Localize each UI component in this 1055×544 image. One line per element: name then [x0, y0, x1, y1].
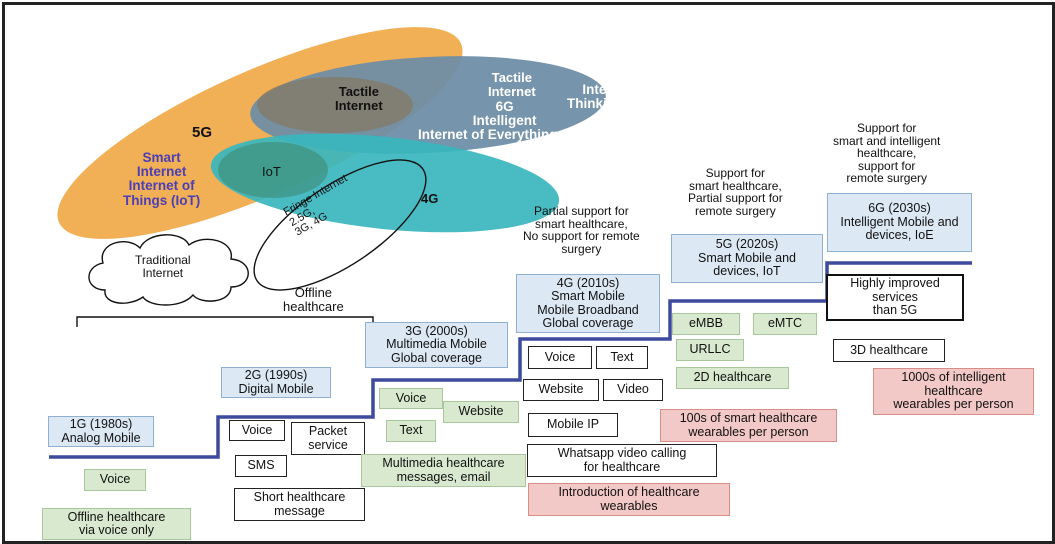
g6-3d-healthcare: 3D healthcare — [833, 339, 945, 362]
g2-sms: SMS — [235, 455, 287, 477]
generation-3g: 3G (2000s) Multimedia Mobile Global cove… — [365, 322, 508, 368]
note-5g-support: Support for smart healthcare, Partial su… — [688, 166, 783, 218]
label-traditional-internet: Traditional Internet — [135, 253, 191, 280]
generation-2g: 2G (1990s) Digital Mobile — [221, 367, 331, 398]
generation-4g: 4G (2010s) Smart Mobile Mobile Broadband… — [516, 274, 660, 333]
label-tactile-internet-overlap: Tactile Internet — [335, 84, 383, 113]
g1-voice: Voice — [84, 469, 146, 491]
g1-offline-healthcare: Offline healthcare via voice only — [42, 508, 191, 540]
tactile-overlap — [257, 77, 413, 133]
label-smart-internet: Smart Internet Internet of Things (IoT) — [123, 150, 201, 208]
g5-embb: eMBB — [672, 313, 740, 335]
label-6g: 6G Intelligent Internet of Everything (I… — [418, 99, 592, 143]
label-4g: 4G — [421, 191, 439, 206]
g4-whatsapp-video-calling: Whatsapp video calling for healthcare — [527, 444, 717, 477]
g3-website: Website — [443, 401, 519, 423]
g4-text: Text — [596, 346, 648, 369]
label-tactile-internet-6g: Tactile Internet — [488, 70, 536, 99]
cloud-shape — [88, 234, 249, 306]
g4-video: Video — [603, 379, 663, 401]
g2-voice: Voice — [229, 420, 285, 441]
offline-bracket — [76, 316, 374, 327]
label-5g: 5G — [192, 124, 213, 141]
label-internet-of-thinking: Internet of Thinking (IoTk) — [567, 82, 664, 112]
label-iot: IoT — [262, 164, 281, 179]
label-offline-healthcare: Offline healthcare — [283, 285, 344, 314]
g6-intelligent-healthcare-wearables: 1000s of intelligent healthcare wearable… — [873, 368, 1034, 415]
g3-voice: Voice — [379, 388, 443, 409]
g5-smart-healthcare-wearables: 100s of smart healthcare wearables per p… — [660, 409, 837, 442]
g2-packet-service: Packet service — [291, 422, 365, 455]
note-4g-support: Partial support for smart healthcare, No… — [523, 204, 640, 256]
g5-2d-healthcare: 2D healthcare — [676, 367, 789, 389]
g4-healthcare-wearables: Introduction of healthcare wearables — [528, 483, 730, 516]
generation-5g: 5G (2020s) Smart Mobile and devices, IoT — [671, 234, 823, 283]
generation-6g: 6G (2030s) Intelligent Mobile and device… — [827, 193, 972, 252]
g5-emtc: eMTC — [753, 313, 817, 335]
g2-short-healthcare-message: Short healthcare message — [234, 488, 365, 521]
note-6g-support: Support for smart and intelligent health… — [833, 121, 941, 186]
g4-website: Website — [523, 379, 599, 401]
g3-text: Text — [386, 420, 436, 442]
g3-multimedia-healthcare: Multimedia healthcare messages, email — [361, 454, 526, 487]
g5-urllc: URLLC — [676, 339, 744, 361]
g4-mobile-ip: Mobile IP — [528, 413, 618, 437]
g6-highly-improved-services: Highly improved services than 5G — [826, 274, 964, 321]
iot-overlap — [218, 142, 328, 198]
generation-1g: 1G (1980s) Analog Mobile — [48, 416, 154, 447]
g4-voice: Voice — [528, 346, 592, 369]
fringe-ellipse — [253, 159, 427, 291]
